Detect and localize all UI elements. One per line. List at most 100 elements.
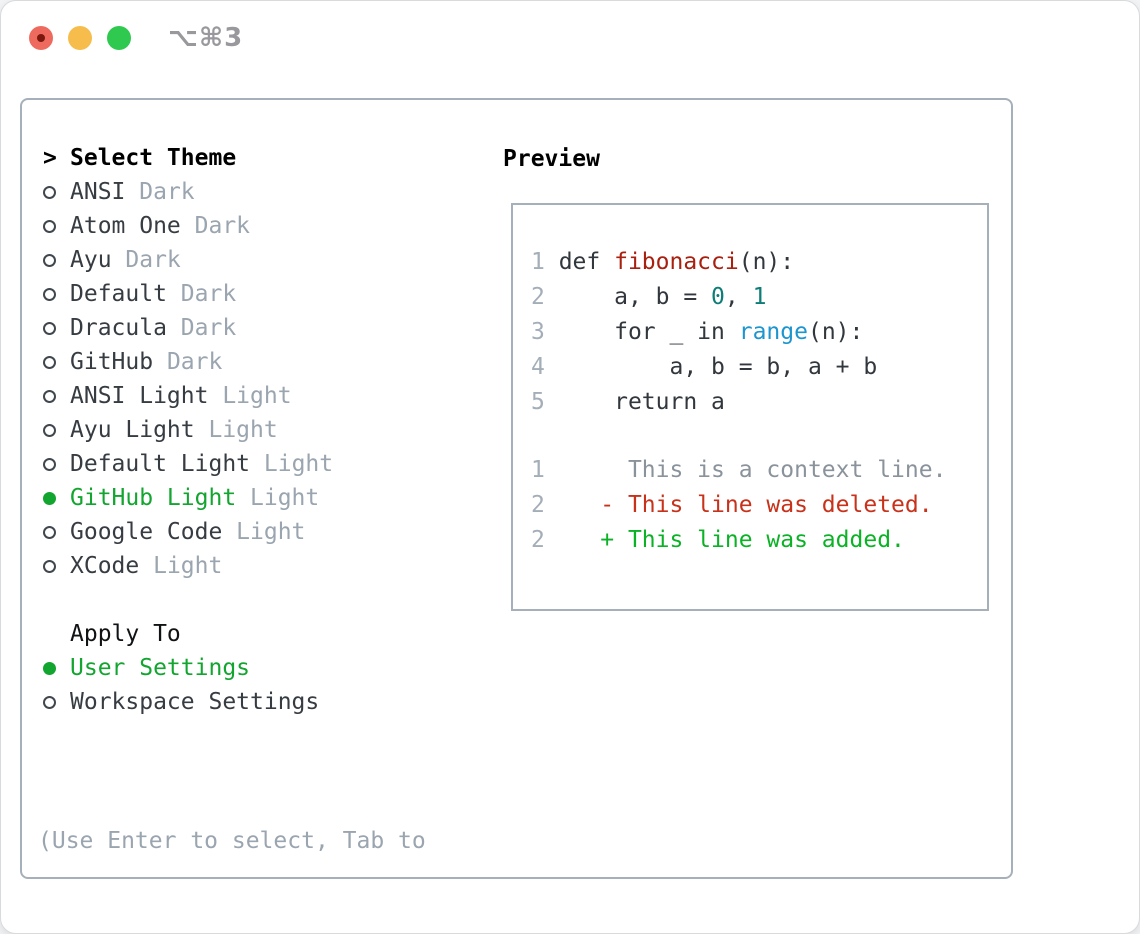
radio-selected-icon bbox=[43, 491, 70, 505]
diff-text: This is a context line. bbox=[544, 457, 947, 483]
theme-option-ayu-light[interactable]: Ayu Light Light bbox=[43, 413, 333, 447]
theme-name: Atom One bbox=[70, 213, 195, 239]
theme-option-label: ANSI Light Light bbox=[70, 383, 292, 409]
theme-option-label: Ayu Dark bbox=[70, 247, 181, 273]
theme-variant-tag: Light bbox=[222, 383, 292, 409]
line-number: 2 bbox=[531, 527, 545, 553]
apply-option-label: User Settings bbox=[70, 655, 251, 681]
radio-dot bbox=[43, 287, 56, 301]
theme-variant-tag: Light bbox=[263, 451, 334, 477]
theme-option-google-code[interactable]: Google Code Light bbox=[43, 515, 333, 549]
apply-option-user-settings[interactable]: User Settings bbox=[43, 651, 333, 685]
theme-name: ANSI Light bbox=[70, 383, 223, 409]
code-line: 2 a, b = 0, 1 bbox=[531, 280, 987, 315]
radio-dot bbox=[43, 423, 56, 437]
theme-list-title: Select Theme bbox=[70, 145, 237, 171]
diff-text: - This line was deleted. bbox=[544, 492, 933, 518]
theme-option-dracula[interactable]: Dracula Dark bbox=[43, 311, 333, 345]
radio-dot bbox=[43, 661, 56, 675]
theme-name: Google Code bbox=[70, 519, 237, 545]
radio-dot bbox=[43, 219, 56, 233]
radio-dot bbox=[43, 185, 56, 199]
diff-line-added: 2 + This line was added. bbox=[531, 523, 987, 558]
code-token: range bbox=[738, 319, 808, 345]
radio-dot bbox=[43, 695, 56, 709]
code-token: 0 bbox=[711, 284, 725, 310]
theme-option-label: Dracula Dark bbox=[70, 315, 236, 341]
code-line: 3 for _ in range(n): bbox=[531, 315, 987, 350]
theme-option-ansi-light[interactable]: ANSI Light Light bbox=[43, 379, 333, 413]
line-number: 1 bbox=[531, 249, 559, 275]
code-token: fibonacci bbox=[614, 249, 739, 275]
code-token: def bbox=[558, 249, 615, 275]
line-number: 1 bbox=[531, 457, 545, 483]
apply-option-workspace-settings[interactable]: Workspace Settings bbox=[43, 685, 333, 719]
preview-title: Preview bbox=[503, 146, 600, 172]
radio-unselected-icon bbox=[43, 219, 70, 233]
theme-option-label: XCode Light bbox=[70, 553, 222, 579]
close-button[interactable] bbox=[29, 26, 53, 50]
theme-variant-tag: Dark bbox=[194, 213, 251, 239]
code-token: return a bbox=[558, 389, 725, 415]
radio-unselected-icon bbox=[43, 287, 70, 301]
line-number: 5 bbox=[531, 389, 559, 415]
radio-dot bbox=[43, 355, 56, 369]
theme-name: Default Light bbox=[70, 451, 264, 477]
theme-option-label: Default Dark bbox=[70, 281, 236, 307]
code-line: 5 return a bbox=[531, 385, 987, 420]
theme-name: Default bbox=[70, 281, 181, 307]
code-token: (n): bbox=[807, 319, 864, 345]
theme-option-label: GitHub Light Light bbox=[70, 485, 319, 511]
zoom-button[interactable] bbox=[107, 26, 131, 50]
radio-dot bbox=[43, 525, 56, 539]
cursor-glyph: > bbox=[43, 145, 57, 171]
theme-option-xcode[interactable]: XCode Light bbox=[43, 549, 333, 583]
theme-list-header: > Select Theme bbox=[43, 141, 333, 175]
radio-dot bbox=[43, 389, 56, 403]
theme-name: Dracula bbox=[70, 315, 181, 341]
radio-unselected-icon bbox=[43, 423, 70, 437]
window-shortcut-label: ⌥⌘3 bbox=[168, 23, 244, 53]
radio-unselected-icon bbox=[43, 185, 70, 199]
theme-variant-tag: Light bbox=[236, 519, 306, 545]
radio-dot bbox=[43, 491, 56, 505]
radio-unselected-icon bbox=[43, 355, 70, 369]
diff-line-deleted: 2 - This line was deleted. bbox=[531, 488, 987, 523]
theme-name: GitHub Light bbox=[70, 485, 251, 511]
theme-variant-tag: Dark bbox=[166, 349, 223, 375]
theme-option-label: ANSI Dark bbox=[70, 179, 195, 205]
theme-option-atom-one[interactable]: Atom One Dark bbox=[43, 209, 333, 243]
diff-sample: 1 This is a context line. 2 - This line w… bbox=[531, 453, 987, 558]
theme-option-label: Atom One Dark bbox=[70, 213, 250, 239]
code-token: 1 bbox=[752, 284, 767, 310]
theme-option-ayu[interactable]: Ayu Dark bbox=[43, 243, 333, 277]
theme-variant-tag: Light bbox=[208, 417, 278, 443]
theme-variant-tag: Light bbox=[250, 485, 320, 511]
minimize-button[interactable] bbox=[68, 26, 92, 50]
code-token: , bbox=[724, 284, 753, 310]
radio-dot bbox=[43, 253, 56, 267]
theme-option-label: Google Code Light bbox=[70, 519, 305, 545]
theme-name: XCode bbox=[70, 553, 154, 579]
theme-name: Ayu bbox=[70, 247, 126, 273]
theme-option-label: Default Light Light bbox=[70, 451, 333, 477]
radio-unselected-icon bbox=[43, 525, 70, 539]
theme-option-github-light[interactable]: GitHub Light Light bbox=[43, 481, 333, 515]
theme-variant-tag: Dark bbox=[180, 281, 237, 307]
theme-option-default[interactable]: Default Dark bbox=[43, 277, 333, 311]
radio-dot bbox=[43, 321, 56, 335]
apply-to-header: Apply To bbox=[43, 617, 333, 651]
theme-option-github[interactable]: GitHub Dark bbox=[43, 345, 333, 379]
theme-variant-tag: Light bbox=[153, 553, 223, 579]
theme-option-ansi[interactable]: ANSI Dark bbox=[43, 175, 333, 209]
unsaved-indicator-dot bbox=[37, 34, 45, 42]
radio-unselected-icon bbox=[43, 389, 70, 403]
theme-option-default-light[interactable]: Default Light Light bbox=[43, 447, 333, 481]
radio-unselected-icon bbox=[43, 559, 70, 573]
window-titlebar: ⌥⌘3 bbox=[29, 23, 244, 53]
line-number: 4 bbox=[531, 354, 559, 380]
keyboard-hint-line2: change focus) bbox=[38, 929, 426, 933]
